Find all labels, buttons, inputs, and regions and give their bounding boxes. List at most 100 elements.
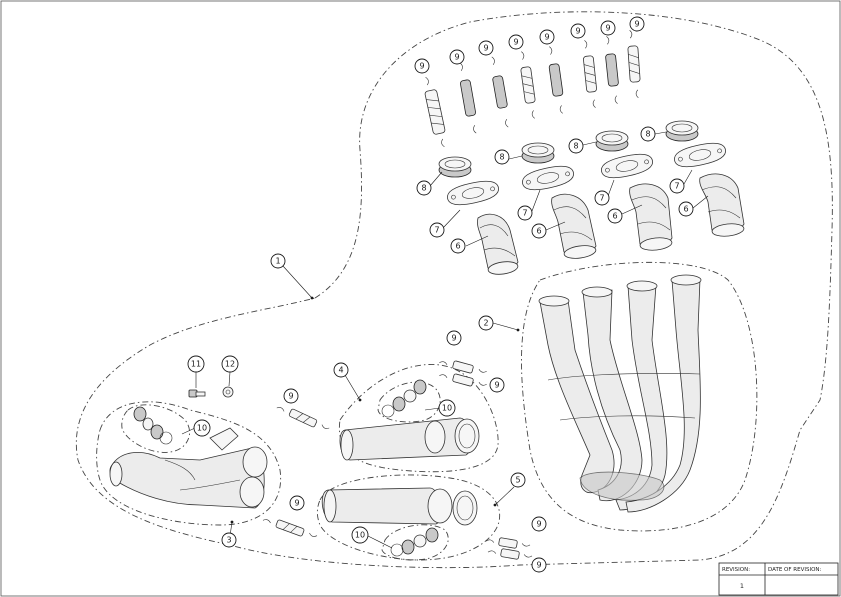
callout-6-label: 6 bbox=[536, 227, 541, 236]
washer-12 bbox=[222, 386, 234, 398]
callout-6: 6 bbox=[607, 208, 623, 224]
callout-9-label: 9 bbox=[605, 24, 610, 33]
spring bbox=[491, 56, 509, 128]
assembly-2-boundary bbox=[521, 261, 758, 532]
collector-3 bbox=[109, 427, 268, 509]
assembly-5-inner-boundary bbox=[381, 524, 449, 561]
spring bbox=[605, 36, 619, 104]
callout-9-label: 9 bbox=[536, 520, 541, 529]
callout-7: 7 bbox=[594, 190, 610, 206]
callout-9-label: 9 bbox=[483, 44, 488, 53]
callout-10-label: 10 bbox=[197, 424, 207, 433]
spring bbox=[424, 76, 446, 148]
callout-11: 11 bbox=[187, 355, 205, 373]
callout-10: 10 bbox=[438, 399, 456, 417]
callout-9-label: 9 bbox=[451, 334, 456, 343]
callout-7-label: 7 bbox=[674, 182, 679, 191]
callout-9-label: 9 bbox=[536, 561, 541, 570]
callout-11-label: 11 bbox=[191, 360, 201, 369]
spring bbox=[627, 29, 641, 99]
date-of-revision-header: DATE OF REVISION: bbox=[768, 567, 822, 573]
callout-8: 8 bbox=[494, 149, 510, 165]
revision-header: REVISION: bbox=[722, 567, 750, 573]
callout-4-label: 4 bbox=[338, 366, 343, 375]
hardware-set-4 bbox=[381, 379, 427, 418]
callout-2: 2 bbox=[478, 315, 494, 331]
flange bbox=[601, 153, 653, 179]
ring-gasket bbox=[665, 120, 699, 142]
callout-3: 3 bbox=[221, 532, 237, 548]
flange bbox=[447, 180, 499, 206]
callout-7: 7 bbox=[429, 222, 445, 238]
ring-gasket bbox=[521, 142, 555, 164]
callout-1: 1 bbox=[270, 253, 286, 269]
callout-2-label: 2 bbox=[483, 319, 488, 328]
spring bbox=[548, 46, 564, 114]
callout-5: 5 bbox=[510, 472, 526, 488]
callout-10: 10 bbox=[193, 419, 211, 437]
callout-4: 4 bbox=[333, 362, 349, 378]
ring-gasket bbox=[438, 156, 472, 178]
callout-9-label: 9 bbox=[634, 20, 639, 29]
callout-12: 12 bbox=[221, 355, 239, 373]
assembly-1-boundary bbox=[75, 11, 833, 569]
leader-lines bbox=[181, 131, 709, 549]
pipe-stubs bbox=[477, 173, 745, 275]
spring bbox=[459, 62, 477, 134]
callout-7: 7 bbox=[517, 205, 533, 221]
flange bbox=[674, 142, 726, 168]
callout-9: 9 bbox=[531, 557, 547, 573]
callout-7-label: 7 bbox=[434, 226, 439, 235]
spring-mid-b bbox=[439, 360, 487, 374]
exhaust-header bbox=[538, 274, 702, 513]
ring-gasket bbox=[595, 130, 629, 152]
pipe-stub bbox=[699, 173, 745, 237]
callout-10: 10 bbox=[351, 526, 369, 544]
callout-9-label: 9 bbox=[288, 392, 293, 401]
callout-7-label: 7 bbox=[522, 209, 527, 218]
callout-6: 6 bbox=[531, 223, 547, 239]
callout-9-label: 9 bbox=[419, 62, 424, 71]
spring-row-top bbox=[424, 29, 641, 148]
callout-8-label: 8 bbox=[573, 142, 578, 151]
callout-9: 9 bbox=[283, 388, 299, 404]
spring-mid-f bbox=[487, 548, 533, 560]
callout-10-label: 10 bbox=[355, 531, 365, 540]
spring-mid-d bbox=[262, 519, 318, 537]
flanges bbox=[447, 142, 726, 206]
callout-9: 9 bbox=[478, 40, 494, 56]
spring bbox=[583, 40, 597, 108]
callout-6: 6 bbox=[678, 201, 694, 217]
hardware-set-3 bbox=[133, 406, 173, 445]
revision-table: REVISION: DATE OF REVISION: 1 bbox=[718, 562, 839, 596]
callout-5-label: 5 bbox=[515, 476, 520, 485]
callout-7: 7 bbox=[669, 178, 685, 194]
callout-8: 8 bbox=[568, 138, 584, 154]
callout-12-label: 12 bbox=[225, 360, 235, 369]
callout-8-label: 8 bbox=[421, 184, 426, 193]
pipe-stub bbox=[551, 193, 597, 259]
callout-10-label: 10 bbox=[442, 404, 452, 413]
spring-mid-e bbox=[485, 537, 531, 549]
callout-9: 9 bbox=[446, 330, 462, 346]
assembly-4-boundary bbox=[338, 364, 499, 473]
callout-6: 6 bbox=[450, 238, 466, 254]
callout-9: 9 bbox=[539, 29, 555, 45]
spring-mid-a bbox=[276, 407, 330, 429]
callout-9: 9 bbox=[531, 516, 547, 532]
assembly-3-boundary bbox=[96, 401, 282, 526]
ring-gaskets bbox=[438, 120, 699, 178]
callout-7-label: 7 bbox=[599, 194, 604, 203]
callout-9-label: 9 bbox=[575, 27, 580, 36]
callout-6-label: 6 bbox=[455, 242, 460, 251]
flange bbox=[522, 165, 574, 191]
hardware-set-5 bbox=[390, 527, 439, 557]
callout-9: 9 bbox=[600, 20, 616, 36]
callout-balloons: 1 2 3 4 5 6 6 6 6 7 7 7 7 8 8 8 8 9 9 9 … bbox=[187, 16, 694, 573]
spring-mid-c bbox=[439, 373, 487, 387]
callout-8: 8 bbox=[640, 126, 656, 142]
callout-8-label: 8 bbox=[499, 153, 504, 162]
pipe-stub bbox=[477, 213, 519, 275]
assembly-5-boundary bbox=[316, 474, 500, 561]
